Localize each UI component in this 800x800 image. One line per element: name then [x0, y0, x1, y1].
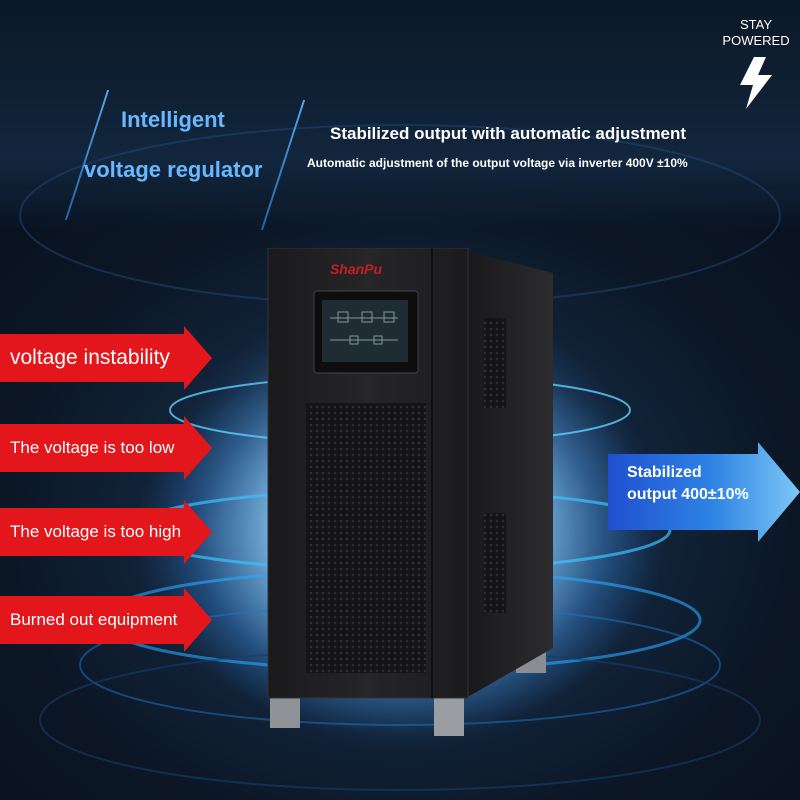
- problem-label-1: voltage instability: [10, 346, 170, 369]
- title-line-2: voltage regulator: [84, 157, 263, 182]
- headline: Stabilized output with automatic adjustm…: [330, 124, 687, 143]
- output-arrow: Stabilized output 400±10%: [608, 442, 800, 542]
- problem-arrow-1: voltage instability: [0, 326, 212, 390]
- lightning-bolt-icon: [740, 57, 772, 109]
- problem-arrow-2: The voltage is too low: [0, 416, 212, 480]
- brand-badge: STAY POWERED: [719, 17, 793, 109]
- output-label-line-2: output 400±10%: [627, 486, 749, 503]
- problem-arrow-4: Burned out equipment: [0, 588, 212, 652]
- problem-label-4: Burned out equipment: [10, 610, 178, 629]
- problem-label-2: The voltage is too low: [10, 438, 175, 457]
- problem-label-3: The voltage is too high: [10, 522, 182, 541]
- brand-line-2: POWERED: [722, 33, 790, 48]
- header-band: [0, 0, 800, 230]
- problem-arrow-3: The voltage is too high: [0, 500, 212, 564]
- output-label: Stabilized output 400±10%: [627, 462, 749, 506]
- title-line-1: Intelligent: [121, 107, 225, 132]
- subheadline: Automatic adjustment of the output volta…: [307, 156, 688, 170]
- output-label-line-1: Stabilized: [627, 464, 702, 481]
- brand-line-1: STAY: [739, 17, 773, 32]
- ups-cabinet: ShanPu: [267, 248, 553, 736]
- brand-logo: ShanPu: [330, 261, 383, 277]
